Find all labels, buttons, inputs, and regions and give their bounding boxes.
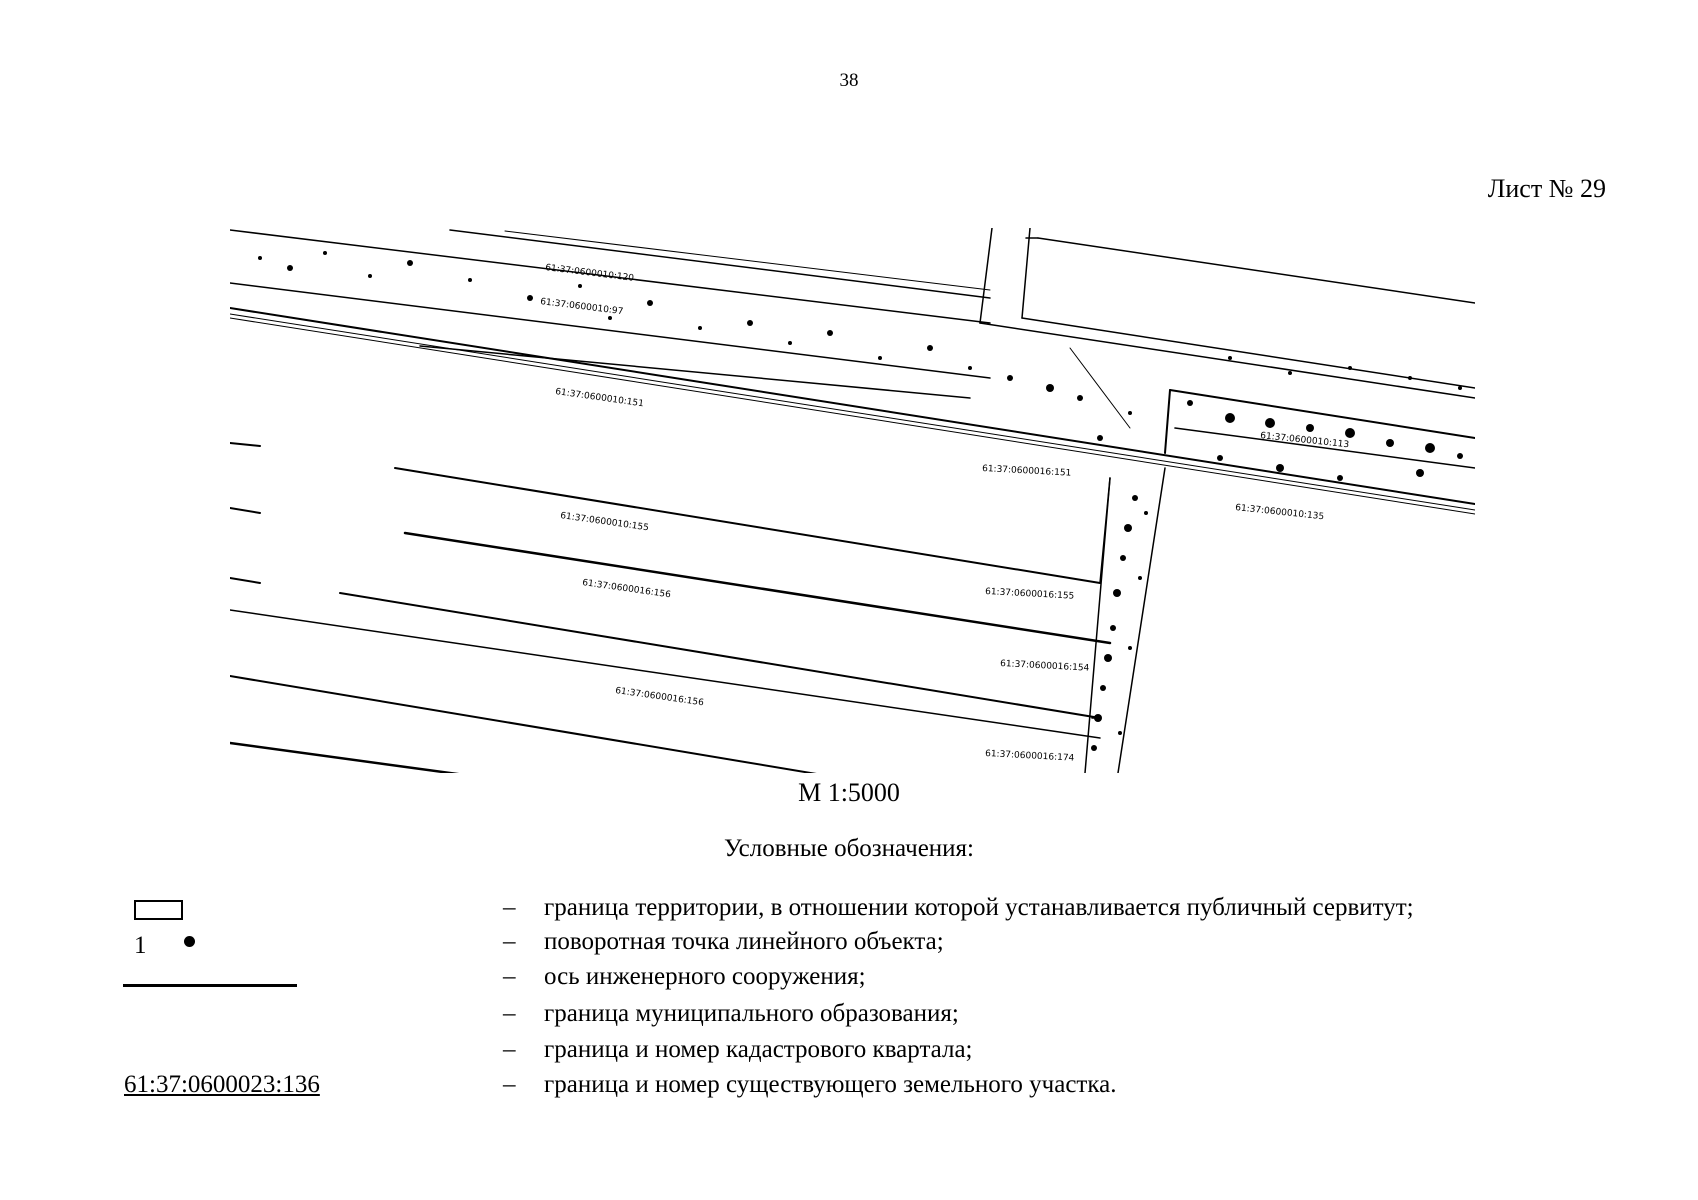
map-line: [1021, 317, 1475, 389]
parcel-label: 61:37:0600010:155: [560, 511, 650, 533]
map-line: [1164, 389, 1171, 454]
parcel-label: 61:37:0600016:174: [985, 749, 1075, 764]
map-line: [419, 345, 971, 399]
map-line: [403, 531, 1112, 645]
legend-dash: –: [503, 928, 516, 955]
legend-dash: –: [503, 1071, 516, 1098]
legend-dash: –: [503, 963, 516, 990]
road-line: [230, 313, 1475, 511]
map-line: [1037, 237, 1475, 304]
map-line: [339, 592, 1101, 719]
legend-row: 1 – поворотная точка линейного объекта;: [0, 928, 1698, 964]
legend-row: – граница и номер кадастрового квартала;: [0, 1036, 1698, 1072]
parcel-label: 61:37:0600010:135: [1235, 503, 1325, 522]
servitude-boundary-symbol: [134, 900, 183, 920]
parcel-number-example: 61:37:0600023:136: [124, 1071, 320, 1098]
map-line: [394, 467, 1101, 584]
legend-dash: –: [503, 894, 516, 921]
legend-row: – граница муниципального образования;: [0, 1000, 1698, 1036]
sheet-label: Лист № 29: [1487, 174, 1606, 203]
legend-dash: –: [503, 1000, 516, 1027]
road-line: [230, 317, 1475, 515]
turning-point-symbol: [184, 936, 195, 947]
point-number: 1: [134, 932, 147, 959]
parcel-label: 61:37:0600016:156: [582, 578, 672, 600]
parcel-label: 61:37:0600010:113: [1260, 431, 1350, 450]
map-line: [230, 229, 991, 324]
legend-description: граница и номер кадастрового квартала;: [544, 1036, 973, 1063]
map-line: [230, 741, 460, 773]
parcel-label: 61:37:0600010:151: [555, 387, 645, 409]
map-line: [1099, 477, 1111, 584]
map-line: [1169, 389, 1475, 439]
cadastral-map: 61:37:0600010:120 61:37:0600010:97 61:37…: [230, 228, 1475, 773]
map-line: [1174, 427, 1475, 469]
parcel-label: 61:37:0600016:155: [985, 587, 1075, 602]
map-line: [230, 442, 261, 447]
parcel-label: 61:37:0600016:156: [615, 686, 705, 708]
legend-description: граница территории, в отношении которой …: [544, 894, 1414, 921]
parcel-label: 61:37:0600016:151: [982, 464, 1072, 479]
legend-description: граница и номер существующего земельного…: [544, 1071, 1117, 1098]
map-scale: М 1:5000: [798, 778, 900, 807]
map-line: [1069, 347, 1131, 429]
legend-title: Условные обозначения:: [723, 835, 975, 862]
legend-row: – граница территории, в отношении которо…: [0, 894, 1698, 930]
map-line: [1117, 467, 1166, 773]
map-line: [230, 609, 1101, 739]
legend-description: ось инженерного сооружения;: [544, 963, 866, 990]
parcel-label: 61:37:0600010:97: [540, 297, 624, 317]
map-line: [230, 282, 991, 379]
parcel-label: 61:37:0600016:154: [1000, 659, 1090, 674]
map-line: [504, 230, 991, 291]
structure-axis-symbol: [123, 984, 297, 987]
parcel-label: 61:37:0600010:120: [545, 263, 635, 284]
map-line: [979, 322, 1475, 399]
map-line: [979, 228, 993, 324]
map-line: [230, 675, 817, 773]
road-line: [230, 307, 1475, 505]
vegetation-texture: [258, 251, 1463, 751]
legend-description: граница муниципального образования;: [544, 1000, 959, 1027]
map-line: [230, 577, 261, 584]
legend-dash: –: [503, 1036, 516, 1063]
map-line: [230, 507, 261, 514]
page-number: 38: [839, 70, 859, 91]
legend-row: – ось инженерного сооружения;: [0, 963, 1698, 999]
map-line: [1021, 228, 1031, 319]
legend-description: поворотная точка линейного объекта;: [544, 928, 944, 955]
legend-row: 61:37:0600023:136 – граница и номер суще…: [0, 1071, 1698, 1107]
map-line: [449, 229, 991, 299]
